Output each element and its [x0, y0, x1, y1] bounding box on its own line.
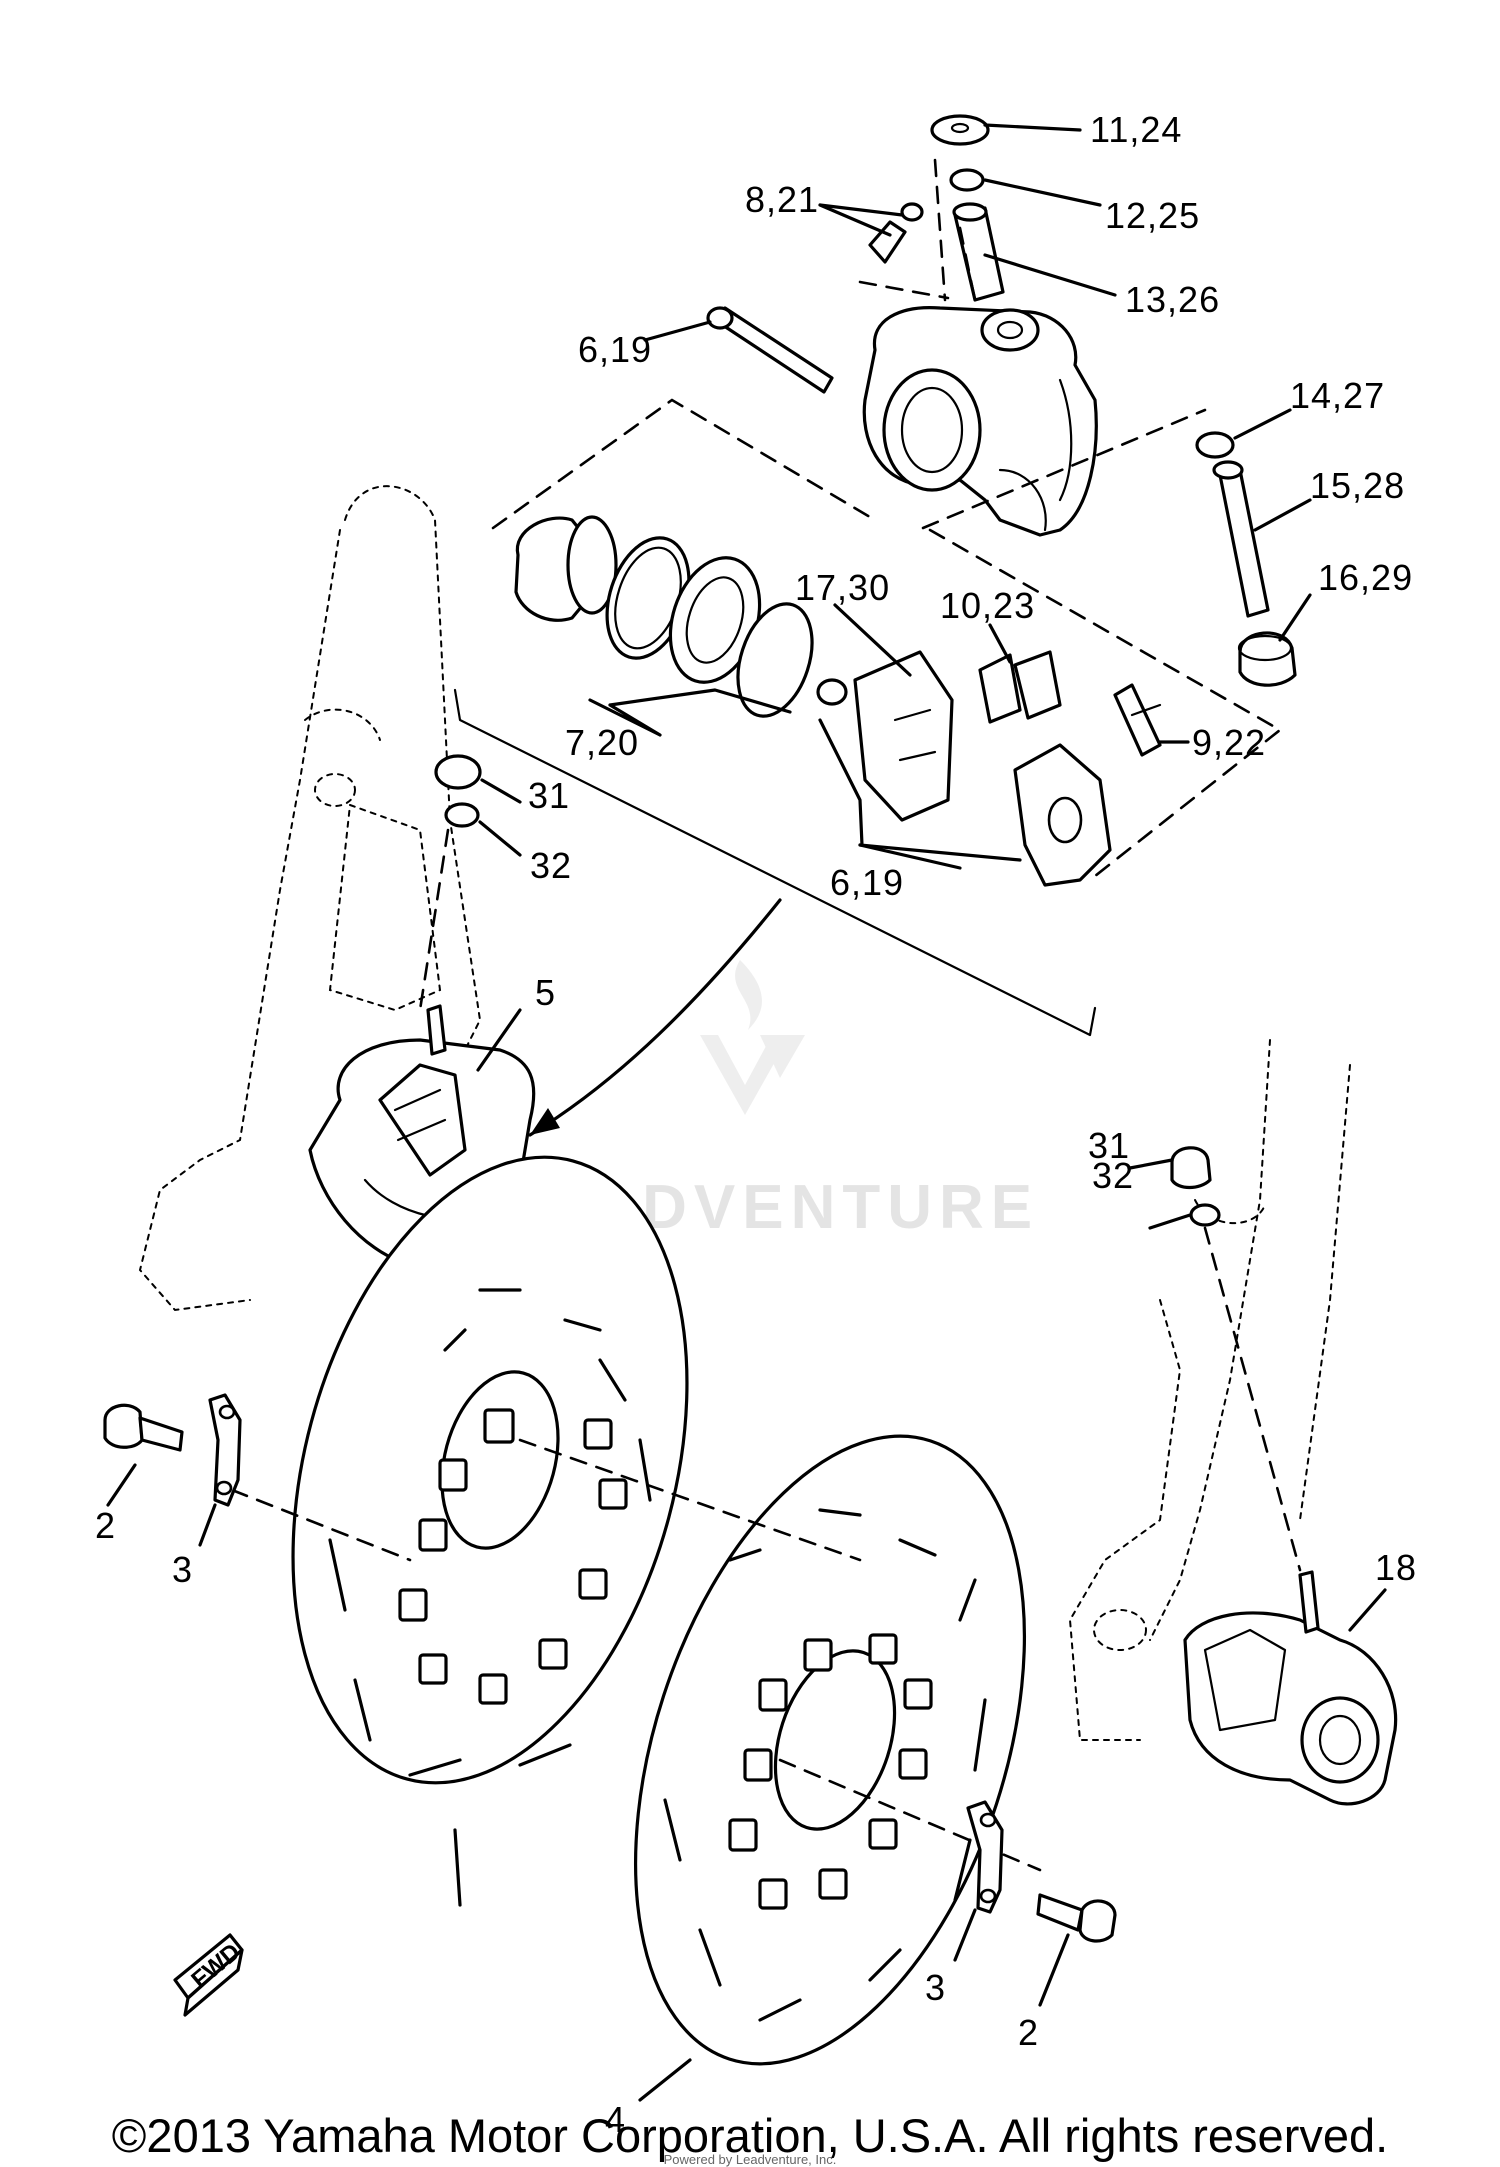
axle-line-right — [778, 1758, 1042, 1872]
callout-11-24: 11,24 — [1090, 109, 1182, 150]
callout-5: 5 — [535, 972, 556, 1013]
brake-pad — [853, 650, 954, 822]
callout-2-right: 2 — [1018, 2012, 1039, 2053]
spacer-31-left — [434, 754, 482, 790]
piston-bore — [882, 368, 982, 492]
fwd-marker: FWD — [173, 1933, 246, 2017]
callout-31-left: 31 — [528, 775, 570, 816]
caliper-stud-right — [1298, 1570, 1320, 1634]
disc-vent-slot — [418, 1653, 448, 1685]
right-caliper-assembly — [1128, 1146, 1398, 1806]
right-bolt-group — [953, 1800, 1117, 2007]
copyright-notice: ©2013 Yamaha Motor Corporation, U.S.A. A… — [111, 2109, 1389, 2162]
disc-vent-slot — [418, 1518, 448, 1552]
callout-15-28: 15,28 — [1310, 465, 1405, 506]
disc-vent-slot — [478, 1673, 508, 1705]
disc-bolt-right — [1036, 1893, 1084, 1932]
axle-line-center — [518, 1438, 862, 1562]
disc-hub-right — [773, 1649, 897, 1831]
disc-vent-slot — [903, 1678, 933, 1710]
disc-vent-slot — [898, 1748, 928, 1780]
o-ring-small — [949, 168, 985, 192]
disc-vent-slot — [803, 1638, 833, 1672]
mount-washer — [1195, 431, 1235, 459]
callout-31-right: 31 — [1088, 1125, 1130, 1166]
caliper-stud-left — [426, 1004, 447, 1056]
callout-6-19-top: 6,19 — [578, 329, 652, 370]
powered-by-footnote: Powered by Leadventure, Inc. — [663, 2152, 837, 2167]
callout-3-left: 3 — [172, 1549, 193, 1590]
callout-8-21: 8,21 — [745, 179, 819, 220]
callout-32-right: 32 — [1092, 1155, 1134, 1196]
disc-vent-slot — [398, 1588, 428, 1622]
caliper-bore-right — [1300, 1696, 1380, 1784]
callout-13-26: 13,26 — [1125, 279, 1220, 320]
pad-spring — [1113, 683, 1162, 757]
disc-vent-slot — [538, 1638, 568, 1670]
disc-rear — [291, 1155, 689, 1907]
disc-vent-slot — [598, 1478, 628, 1510]
lock-plate-right — [966, 1800, 1004, 1914]
bleed-screw — [868, 220, 907, 264]
disc-vent-slot — [818, 1868, 848, 1900]
disc-vent-slot — [758, 1678, 788, 1712]
spacer-31-right — [1170, 1146, 1212, 1190]
disc-vent-slot — [868, 1818, 898, 1850]
callout-3-right: 3 — [925, 1967, 946, 2008]
washer-32-left — [444, 802, 480, 828]
watermark-logo-icon — [700, 960, 805, 1115]
disc-vent-slot — [578, 1568, 608, 1600]
disc-vent-slot — [758, 1878, 788, 1910]
seal-ring — [736, 602, 814, 718]
pad-shim-b — [1013, 650, 1062, 720]
disc-vent-slot — [483, 1408, 515, 1444]
disc-vent-slot — [868, 1633, 898, 1665]
callout-14-27: 14,27 — [1290, 375, 1385, 416]
axle-line-left — [230, 1488, 412, 1562]
callout-6-19-pads: 6,19 — [830, 862, 904, 903]
callout-2-left: 2 — [95, 1505, 116, 1546]
disc-vent-slot — [728, 1818, 758, 1852]
callout-10-23: 10,23 — [940, 585, 1035, 626]
disc-vent-slot — [743, 1748, 773, 1782]
bleeder-cap — [930, 114, 990, 146]
disc-vent-slot — [583, 1418, 613, 1450]
mount-bolt — [1218, 468, 1270, 618]
callout-17-30: 17,30 — [795, 567, 890, 608]
callout-7-20: 7,20 — [565, 722, 639, 763]
callout-32-left: 32 — [530, 845, 572, 886]
callout-16-29: 16,29 — [1318, 557, 1413, 598]
callout-18: 18 — [1375, 1547, 1417, 1588]
disc-vent-slot — [438, 1458, 468, 1492]
pad-shim-a — [978, 653, 1022, 724]
washer-32-right — [1189, 1203, 1221, 1227]
disc-hub-left — [440, 1370, 560, 1550]
upper-caliper-exploded — [453, 114, 1312, 1037]
callout-labels: 11,24 12,25 8,21 13,26 6,19 14,27 15,28 … — [95, 109, 1417, 2140]
left-bolt-group — [103, 1393, 242, 1547]
slide-pin — [953, 206, 1005, 302]
callout-12-25: 12,25 — [1105, 195, 1200, 236]
assembly-arrow — [528, 898, 782, 1137]
disc-bolt-left — [103, 1403, 144, 1449]
pad-pin — [816, 678, 848, 706]
callout-9-22: 9,22 — [1192, 722, 1266, 763]
disc-front — [634, 1434, 1026, 2102]
lock-plate-left — [208, 1393, 242, 1507]
callout-4: 4 — [605, 2099, 626, 2140]
